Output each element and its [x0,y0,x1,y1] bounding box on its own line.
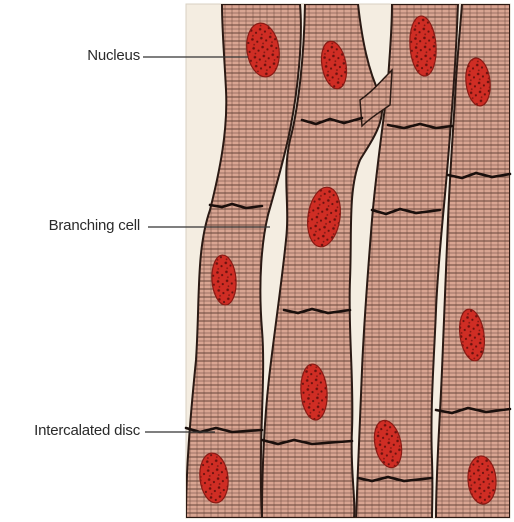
label-intercalated-disc: Intercalated disc [34,422,140,439]
label-nucleus: Nucleus [87,47,140,64]
label-branching-cell: Branching cell [49,217,140,234]
